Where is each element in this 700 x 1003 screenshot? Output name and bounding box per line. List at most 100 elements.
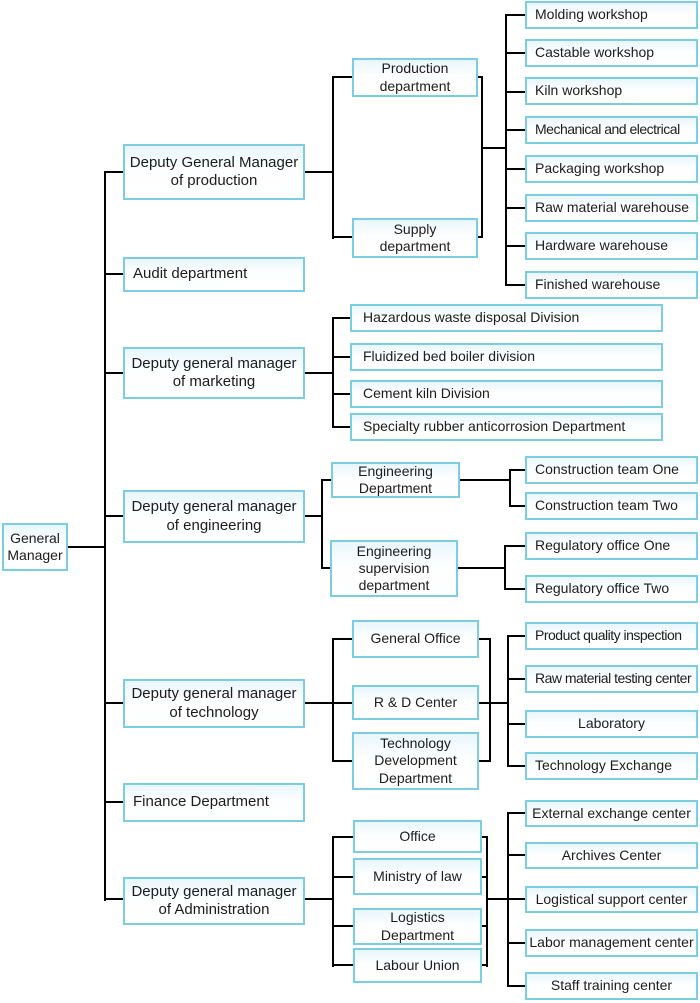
connector-line [505,14,507,286]
node-logistics-department: Logistics Department [353,908,482,945]
connector-line [479,638,490,640]
connector-line [507,985,526,987]
node-deputy-general-manager-of-technology: Deputy general manager of technology [123,679,305,728]
connector-line [332,317,334,428]
connector-line [332,393,351,395]
connector-line [104,171,106,901]
connector-line [505,168,526,170]
connector-line [332,76,334,239]
connector-line [332,836,334,967]
node-product-quality-inspection: Product quality inspection [525,622,698,650]
node-hardware-warehouse: Hardware warehouse [525,232,698,260]
connector-line [332,236,353,238]
node-engineering-supervision-department: Engineering supervision department [330,540,458,597]
connector-line [507,854,526,856]
connector-line [507,635,509,767]
connector-line [482,964,487,966]
node-castable-workshop: Castable workshop [525,39,698,67]
node-specialty-rubber-anticorrosion-department: Specialty rubber anticorrosion Departmen… [350,413,663,441]
node-laboratory: Laboratory [525,710,698,738]
node-deputy-general-manager-of-engineering: Deputy general manager of engineering [123,490,305,543]
connector-line [305,898,334,900]
node-technology-development-department: Technology Development Department [352,732,479,790]
node-external-exchange-center: External exchange center [525,800,698,827]
connector-line [332,426,351,428]
connector-line [478,236,483,238]
connector-line [104,273,123,275]
connector-line [505,207,526,209]
connector-line [332,76,353,78]
node-archives-center: Archives Center [525,842,698,869]
node-deputy-general-manager-of-marketing: Deputy general manager of marketing [123,347,305,399]
connector-line [505,14,526,16]
connector-line [479,702,490,704]
connector-line [332,317,351,319]
node-audit-department: Audit department [123,257,305,292]
connector-line [504,588,526,590]
connector-line [305,702,334,704]
connector-line [505,52,526,54]
connector-line [332,760,353,762]
node-hazardous-waste-disposal-division: Hazardous waste disposal Division [350,304,663,332]
connector-line [505,284,526,286]
connector-line [460,479,511,481]
connector-line [68,546,105,548]
connector-line [486,898,525,900]
connector-line [104,372,123,374]
node-regulatory-office-one: Regulatory office One [525,532,698,560]
connector-line [489,702,509,704]
connector-line [478,76,483,78]
node-technology-exchange: Technology Exchange [525,752,698,780]
node-finance-department: Finance Department [123,783,305,822]
connector-line [321,479,332,481]
connector-line [332,638,334,762]
node-molding-workshop: Molding workshop [525,1,698,29]
node-general-manager: General Manager [2,523,68,571]
node-deputy-general-manager-of-production: Deputy General Manager of production [123,144,305,200]
node-fluidized-bed-boiler-division: Fluidized bed boiler division [350,343,663,371]
connector-line [509,505,526,507]
connector-line [507,678,526,680]
node-kiln-workshop: Kiln workshop [525,77,698,105]
connector-line [509,469,511,507]
connector-line [104,898,123,900]
connector-line [481,76,483,238]
connector-line [482,876,487,878]
node-packaging-workshop: Packaging workshop [525,155,698,183]
node-logistical-support-center: Logistical support center [525,886,698,913]
connector-line [504,545,506,590]
connector-line [332,925,354,927]
connector-line [332,638,353,640]
node-labour-union: Labour Union [353,948,482,983]
connector-line [332,964,354,966]
connector-line [332,702,353,704]
connector-line [481,147,507,149]
node-construction-team-one: Construction team One [525,456,698,484]
node-r-and-d-center: R & D Center [352,685,479,720]
connector-line [505,129,526,131]
connector-line [505,245,526,247]
node-ministry-of-law: Ministry of law [353,858,482,895]
connector-line [332,356,351,358]
connector-line [321,567,331,569]
connector-line [509,469,526,471]
connector-line [104,702,123,704]
connector-line [507,812,526,814]
node-supply-department: Supply department [352,218,478,258]
node-engineering-department: Engineering Department [331,462,460,498]
node-production-department: Production department [352,58,478,97]
connector-line [507,635,526,637]
connector-line [305,171,333,173]
node-mechanical-and-electrical: Mechanical and electrical [525,116,698,144]
connector-line [332,876,354,878]
connector-line [507,898,526,900]
node-finished-warehouse: Finished warehouse [525,271,698,299]
connector-line [305,372,334,374]
connector-line [507,723,526,725]
connector-line [489,638,491,762]
connector-line [321,479,323,569]
node-regulatory-office-two: Regulatory office Two [525,575,698,603]
connector-line [479,760,490,762]
connector-line [482,925,487,927]
